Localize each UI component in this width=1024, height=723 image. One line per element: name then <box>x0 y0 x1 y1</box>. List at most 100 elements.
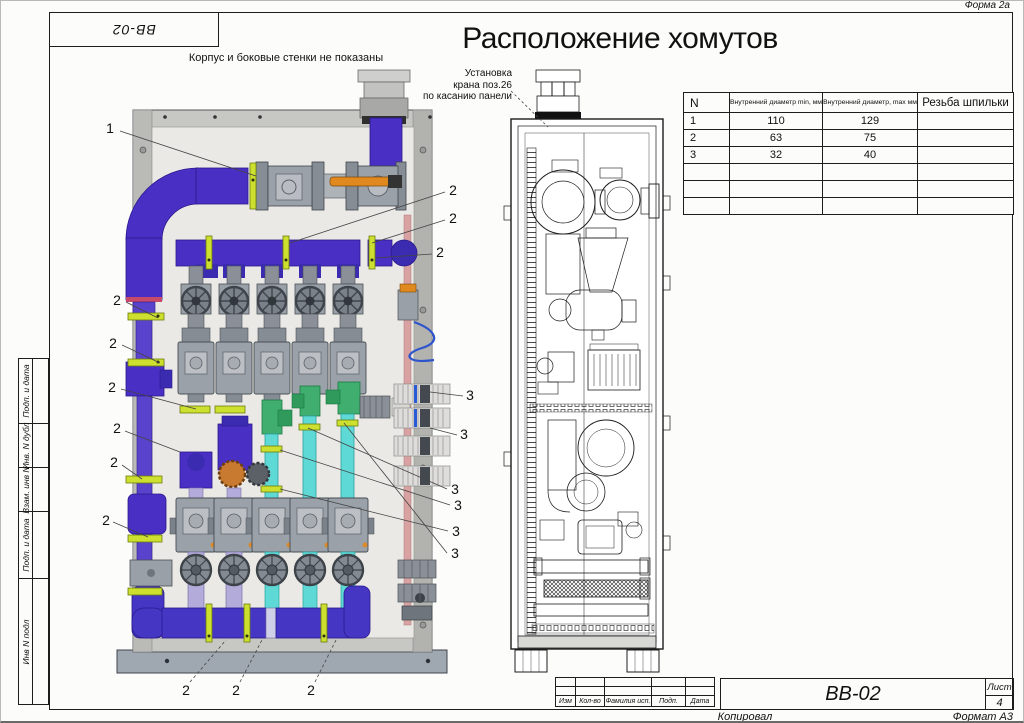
installation-annotation: Установка крана поз.26 по касанию панели <box>404 68 512 103</box>
annotation-line: крана поз.26 <box>453 79 512 91</box>
drawing-note: Корпус и боковые стенки не показаны <box>188 52 384 64</box>
pipe-part <box>339 313 357 329</box>
pipe-part <box>340 265 356 285</box>
pipe-part <box>228 564 240 576</box>
page-title: Расположение хомутов <box>462 22 778 55</box>
top-pipe-stub <box>357 69 411 124</box>
pipe-part <box>367 517 375 535</box>
pipe-part <box>342 564 354 576</box>
sheet-number: 4 <box>985 695 1014 710</box>
pipe-part <box>187 313 205 329</box>
main-inlet-pipe <box>125 117 407 241</box>
pipe-part <box>225 313 243 329</box>
pipe-part <box>225 393 243 403</box>
pipe-part <box>188 265 204 285</box>
mid-purple-fittings <box>179 415 271 501</box>
callout-label: 3 <box>452 523 460 539</box>
pipe-part <box>321 517 329 535</box>
pipe-part <box>187 393 205 403</box>
pipe-part <box>188 513 204 529</box>
copied-label: Копировал <box>717 711 773 723</box>
callout-label: 3 <box>451 481 459 497</box>
pipe-part <box>341 356 355 370</box>
pipe-part <box>343 296 353 306</box>
pipe-part <box>189 356 203 370</box>
pipe-part <box>229 296 239 306</box>
inventory-strip-cell: Инв N подл <box>18 578 49 705</box>
callout-label: 2 <box>307 682 315 698</box>
bottom-manifold <box>131 585 371 639</box>
front-view-3d <box>116 69 451 674</box>
pipe-part <box>305 296 315 306</box>
pipe-part <box>283 517 291 535</box>
pipe-part <box>264 513 280 529</box>
callout-label: 2 <box>449 182 457 198</box>
blue-cable <box>408 320 436 362</box>
pipe-part <box>266 564 278 576</box>
actuator-row-2 <box>169 497 375 553</box>
side-view-line-drawing <box>503 69 671 673</box>
clamp-bolts <box>156 178 374 638</box>
annotation-line: Установка <box>464 68 512 79</box>
pipe-part <box>245 517 253 535</box>
callout-label: 2 <box>110 454 118 470</box>
pipe-part <box>414 385 417 403</box>
pipe-part <box>362 542 368 548</box>
callout-label: 2 <box>113 292 121 308</box>
corrugated-connectors <box>393 383 451 487</box>
callout-label: 3 <box>451 545 459 561</box>
pipe-part <box>420 385 430 403</box>
clamp-table-row <box>683 180 1014 198</box>
pipe-part <box>301 313 319 329</box>
callout-label: 2 <box>436 244 444 260</box>
clamp-table-cell: 40 <box>822 146 918 164</box>
pipe-part <box>295 327 325 343</box>
clamp-table-header-cell: Резьба шпильки <box>917 92 1014 113</box>
callout-label: 3 <box>460 426 468 442</box>
pipe-part <box>191 296 201 306</box>
callout-label: 2 <box>109 335 117 351</box>
lower-right-fittings <box>397 559 437 621</box>
gear-coupling <box>217 459 247 489</box>
pipe-part <box>219 327 249 343</box>
pipe-part <box>181 327 211 343</box>
callout-label: 2 <box>113 420 121 436</box>
pipe-part <box>257 327 287 343</box>
pipe-part <box>190 564 202 576</box>
pipe-part <box>420 437 430 455</box>
corner-stamp: ВВ-02 <box>49 12 219 47</box>
handwheel-valve-row <box>180 265 364 329</box>
callout-label: 3 <box>466 387 474 403</box>
callout-label: 2 <box>449 210 457 226</box>
callout-label: 2 <box>102 512 110 528</box>
format-label: Формат А3 <box>952 711 1013 723</box>
pipe-part <box>267 296 277 306</box>
pipe-part <box>304 564 316 576</box>
pipe-part <box>226 265 242 285</box>
pipe-part <box>263 313 281 329</box>
callout-label: 2 <box>232 682 240 698</box>
callout-label: 2 <box>108 379 116 395</box>
pipe-part <box>169 517 177 535</box>
callout-label: 1 <box>106 120 114 136</box>
pipe-part <box>414 409 417 427</box>
pipe-part <box>340 513 356 529</box>
pipe-part <box>207 517 215 535</box>
form-label: Форма 2а <box>964 0 1010 11</box>
clamp-table-row <box>683 197 1014 215</box>
leader-lines <box>112 90 549 683</box>
inventory-strip-label: Инв N подл <box>18 578 33 705</box>
title-block-label-cell: Дата <box>685 695 715 707</box>
clamp-table-cell <box>917 197 1014 215</box>
callout-label: 2 <box>182 682 190 698</box>
actuator-row-1 <box>177 327 367 403</box>
clamp-table-cell: 110 <box>729 112 823 130</box>
callout-label: 3 <box>454 497 462 513</box>
